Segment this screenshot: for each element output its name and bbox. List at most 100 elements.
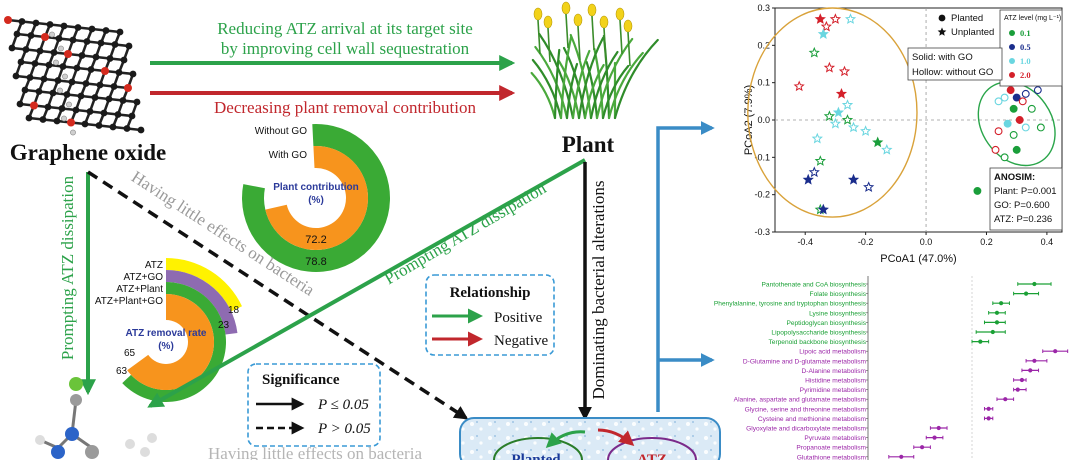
pcoa-y-tick-label: -0.3 [754, 227, 770, 237]
plant-stem [547, 27, 551, 63]
pcoa-y-tick-label: 0.2 [757, 40, 770, 50]
plant-leaf [559, 35, 573, 120]
carbon-atom [69, 36, 77, 44]
carbon-atom [114, 111, 122, 118]
oxygen-atom [30, 101, 38, 110]
pathway-label: Phenylalanine, tyrosine and tryptophan b… [714, 301, 867, 308]
plant-contribution-unit: (%) [308, 195, 324, 206]
plant-contribution-ring-label: With GO [269, 150, 308, 161]
pathway-point [994, 310, 1000, 315]
pcoa-point-circle [1000, 153, 1009, 162]
carbon-atom [73, 64, 81, 72]
pathway-label: Pyrimidine metabolism [800, 387, 867, 394]
pathway-point [899, 454, 904, 459]
pcoa-point-star [817, 28, 829, 39]
pathway-label: Peptidoglycan biosynthesis [786, 320, 866, 327]
carbon-atom [133, 98, 141, 106]
plant-flower [587, 3, 597, 17]
carbon-atom [58, 105, 66, 112]
black-dashed-arrow-go [87, 170, 469, 420]
atz-removal-ring-label: ATZ+Plant [116, 284, 163, 295]
carbon-atom [46, 21, 54, 28]
pathway-point [1032, 281, 1037, 287]
pcoa-x-tick-label: 0.0 [920, 237, 933, 247]
pcoa-x-tick-label: -0.2 [858, 237, 874, 247]
atz-removal-value: 63 [116, 366, 128, 377]
carbon-atom [82, 80, 90, 87]
pcoa-point-star [881, 143, 893, 155]
pathway-label: Glutathione metabolism [797, 454, 867, 460]
small-green-arrow [545, 430, 586, 449]
pcoa-point-circle [1000, 93, 1009, 102]
pathway-point [1003, 397, 1008, 402]
oxygen-atom [101, 67, 109, 75]
negative-label: Negative [494, 333, 548, 349]
carbon-atom [91, 94, 99, 101]
pathway-label: Cysteine and methionine metabolism [758, 416, 867, 423]
carbon-atom [74, 24, 82, 31]
carbon-atom [18, 18, 26, 25]
pcoa-point-circle [1009, 104, 1018, 113]
pcoa-point-star [814, 13, 826, 24]
top-arrow-label-line2: by improving cell wall sequestration [221, 39, 470, 58]
pcoa-x-tick-label: 0.4 [1041, 237, 1054, 247]
oxygen-atom [4, 16, 12, 24]
pathway-label: Lipopolysaccharide biosynthesis [771, 330, 866, 337]
carbon-atom [26, 74, 34, 81]
carbon-atom [50, 49, 58, 56]
carbon-atom [72, 106, 80, 114]
carbon-atom [60, 22, 68, 30]
fill-note-hollow: Hollow: without GO [912, 67, 993, 78]
pcoa-y-tick-label: -0.1 [754, 152, 770, 162]
plant-flower [623, 19, 633, 33]
pathway-label: Folate biosynthesis [810, 291, 867, 298]
pathway-label: Pantothenate and CoA biosynthesis [762, 282, 867, 289]
pcoa-point-star [823, 110, 836, 122]
legend-unplanted-label: Unplanted [951, 27, 994, 38]
carbon-atom [123, 125, 131, 132]
legend-level-title: ATZ level (mg L⁻¹) [1004, 15, 1061, 22]
plant-leaf [613, 38, 659, 120]
oxygen-atom [41, 33, 49, 41]
diagonal-label-plant: Prompting ATZ dissipation [381, 178, 550, 288]
anosim-title: ANOSIM: [994, 172, 1035, 183]
carbon-atom [125, 42, 133, 50]
plant-contribution-value: 72.2 [305, 234, 326, 246]
pathway-point [936, 425, 941, 431]
plant-contribution-title: Plant contribution [273, 182, 359, 193]
carbon-atom [96, 81, 104, 89]
carbon-atom [55, 35, 63, 42]
carbon-atom [95, 122, 103, 129]
plant-flower [543, 15, 553, 29]
carbon-atom [88, 25, 96, 33]
pcoa-point-circle [994, 97, 1003, 106]
oxygen-atom [124, 84, 132, 92]
plant-stem [565, 13, 569, 49]
pcoa-point-star [860, 125, 872, 136]
pathway-label: Propanoate metabolism [796, 445, 866, 452]
plant-leaf [531, 58, 563, 120]
atz-removal-title: ATZ removal rate [126, 328, 207, 339]
hydrogen-atom [49, 31, 55, 38]
pathway-point [990, 329, 995, 335]
carbon-atom [59, 63, 67, 70]
carbon-atom [68, 78, 76, 86]
carbon-atom [111, 41, 119, 48]
plant-stem [537, 19, 541, 55]
pathway-point [932, 435, 937, 440]
pcoa-point-star [863, 181, 875, 192]
carbon-atom [102, 27, 110, 34]
pathway-point [1019, 377, 1025, 383]
legend-level-marker [1009, 58, 1015, 64]
pathway-point [1023, 291, 1029, 296]
hydrogen-atom [58, 45, 64, 52]
significance-title: Significance [262, 372, 340, 388]
legend-level-label: 0.1 [1020, 28, 1031, 38]
carbon-atom [32, 19, 40, 27]
plant-leaf [577, 36, 605, 120]
carbon-atom [22, 46, 30, 53]
